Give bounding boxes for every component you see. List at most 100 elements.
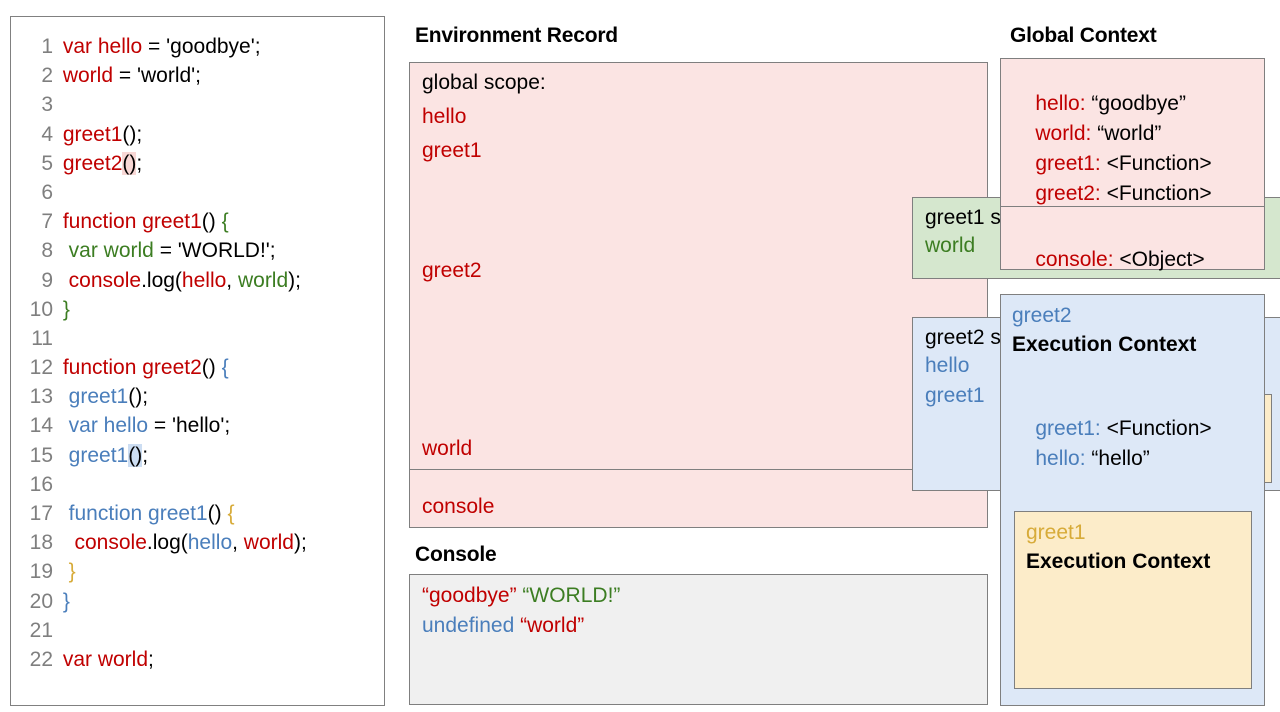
code-token: world bbox=[57, 64, 114, 88]
greet2-scope-var-hello: hello bbox=[925, 354, 970, 377]
code-token: } bbox=[57, 297, 70, 321]
code-token: ); bbox=[293, 531, 307, 555]
greet2-ec-title: Execution Context bbox=[1012, 333, 1197, 356]
code-token: var hello bbox=[57, 414, 149, 438]
code-line: 10 } bbox=[19, 295, 379, 324]
line-number: 21 bbox=[29, 618, 53, 642]
code-line: 16 bbox=[19, 470, 379, 499]
code-token: .log( bbox=[141, 268, 182, 292]
greet1-ec-title: Execution Context bbox=[1026, 550, 1211, 573]
line-number: 16 bbox=[29, 472, 53, 496]
entry-value: “world” bbox=[1097, 122, 1162, 145]
entry-key: greet1: bbox=[1035, 417, 1107, 440]
code-token: 'world'; bbox=[136, 64, 202, 88]
entry-value: “goodbye” bbox=[1091, 92, 1186, 115]
env-var-greet2: greet2 bbox=[422, 259, 482, 282]
entry-value: <Function> bbox=[1106, 417, 1212, 440]
console-output-line: undefined “world” bbox=[422, 614, 584, 638]
greet2-ec-scope-name: greet2 bbox=[1012, 304, 1072, 327]
entry-key: greet1: bbox=[1035, 152, 1107, 175]
line-number: 7 bbox=[41, 210, 53, 234]
entry-key: hello: bbox=[1035, 92, 1092, 115]
code-token: .log( bbox=[146, 531, 188, 555]
code-token: function greet1 bbox=[57, 210, 202, 234]
line-number: 13 bbox=[29, 385, 53, 409]
line-number: 1 bbox=[41, 35, 53, 58]
console-output-box: “goodbye” “WORLD!” undefined “world” bbox=[409, 574, 988, 705]
env-var-world: world bbox=[422, 437, 473, 460]
environment-record-divider bbox=[410, 469, 987, 470]
code-token: { bbox=[227, 502, 235, 525]
environment-record-title: Environment Record bbox=[415, 24, 618, 47]
environment-record-box: global scope: hello greet1 greet2 world … bbox=[409, 62, 1280, 528]
line-number: 3 bbox=[41, 93, 53, 117]
code-token: greet1 bbox=[57, 385, 129, 409]
code-line: 20 } bbox=[19, 587, 379, 616]
line-number: 22 bbox=[29, 647, 53, 671]
console-output-line: “goodbye” “WORLD!” bbox=[422, 584, 620, 608]
env-var-greet1: greet1 bbox=[422, 139, 482, 162]
code-token: hello bbox=[181, 268, 227, 292]
code-token: console bbox=[57, 531, 147, 555]
code-line: 11 bbox=[19, 324, 379, 353]
console-token: “WORLD!” bbox=[522, 584, 621, 607]
line-number: 10 bbox=[29, 297, 53, 321]
code-line: 22 var world; bbox=[19, 645, 379, 674]
env-var-hello: hello bbox=[422, 105, 467, 128]
line-number: 9 bbox=[41, 268, 53, 292]
line-number: 12 bbox=[29, 356, 53, 380]
code-token: console bbox=[57, 268, 142, 292]
greet1-execution-context-box: greet1 Execution Context bbox=[1014, 511, 1252, 689]
console-token: “world” bbox=[520, 614, 585, 637]
code-token: world bbox=[237, 268, 289, 292]
code-line: 2 world = 'world'; bbox=[19, 61, 379, 90]
code-token: = bbox=[142, 35, 167, 58]
code-token: ; bbox=[136, 151, 143, 175]
code-token: function greet2 bbox=[57, 356, 202, 380]
code-token: function greet1 bbox=[57, 502, 208, 525]
line-number: 15 bbox=[29, 443, 53, 467]
code-token: var world bbox=[57, 239, 154, 263]
code-token: = bbox=[113, 64, 137, 88]
greet2-scope-var-greet1: greet1 bbox=[925, 384, 985, 407]
code-line: 18 console.log(hello, world); bbox=[19, 528, 379, 557]
code-line: 12 function greet2() { bbox=[19, 353, 379, 382]
code-line: 21 bbox=[19, 616, 379, 645]
line-number: 8 bbox=[41, 239, 53, 263]
code-lines-container: 1 var hello = 'goodbye';2 world = 'world… bbox=[19, 32, 379, 674]
code-token: ); bbox=[288, 268, 301, 292]
code-line: 9 console.log(hello, world); bbox=[19, 266, 379, 295]
entry-key: hello: bbox=[1035, 447, 1092, 470]
code-token: () bbox=[122, 151, 137, 175]
entry-value: <Function> bbox=[1106, 182, 1212, 205]
global-context-entry-console: console: <Object> bbox=[1012, 224, 1205, 296]
console-token: undefined bbox=[422, 614, 521, 637]
entry-value: <Object> bbox=[1119, 248, 1205, 271]
code-token: ; bbox=[142, 443, 149, 467]
entry-key: greet2: bbox=[1035, 182, 1107, 205]
code-token: (); bbox=[128, 385, 149, 409]
code-token: , bbox=[226, 268, 238, 292]
code-line: 1 var hello = 'goodbye'; bbox=[19, 32, 379, 61]
global-context-box: hello: “goodbye” world: “world” greet1: … bbox=[1000, 58, 1265, 271]
code-line: 6 bbox=[19, 178, 379, 207]
code-token: () bbox=[201, 356, 222, 380]
code-line: 15 greet1(); bbox=[19, 441, 379, 470]
code-token: ; bbox=[148, 647, 154, 671]
console-title: Console bbox=[415, 543, 497, 566]
code-line: 17 function greet1() { bbox=[19, 499, 379, 528]
global-context-entry-greet2: greet2: <Function> bbox=[1012, 158, 1212, 230]
code-token: = 'hello'; bbox=[148, 414, 231, 438]
code-token: ; bbox=[136, 122, 143, 146]
line-number: 19 bbox=[29, 560, 53, 584]
global-context-entry-world: world: “world” bbox=[1012, 98, 1161, 170]
code-token: } bbox=[57, 589, 70, 613]
line-number: 4 bbox=[41, 122, 53, 146]
code-line: 19 } bbox=[19, 557, 379, 586]
code-token: { bbox=[221, 356, 229, 380]
code-token: var world bbox=[57, 647, 149, 671]
line-number: 14 bbox=[29, 414, 53, 438]
line-number: 18 bbox=[29, 531, 53, 555]
line-number: 6 bbox=[41, 180, 53, 204]
line-number: 2 bbox=[41, 64, 53, 88]
